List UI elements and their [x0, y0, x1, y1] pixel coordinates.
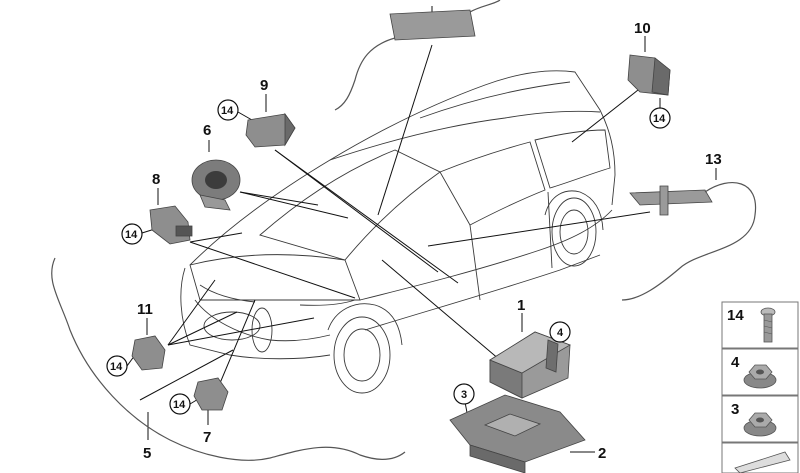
circled-14-b: 14 — [125, 229, 138, 241]
top-harness — [334, 0, 501, 111]
callout-6: 6 — [203, 122, 211, 139]
callout-7: 7 — [203, 429, 211, 446]
legend-label-3: 3 — [731, 401, 739, 418]
fastener-legend: 14 4 3 — [721, 301, 799, 473]
circled-14-d: 14 — [173, 399, 186, 411]
circled-3: 3 — [461, 389, 467, 401]
callout-13: 13 — [705, 151, 722, 168]
circled-14-e: 14 — [653, 113, 666, 125]
callout-11: 11 — [137, 301, 153, 318]
part-13-bracket — [621, 182, 757, 301]
circled-callouts: 14 14 14 14 14 4 3 — [106, 99, 671, 415]
part-6-round-unit — [191, 159, 241, 211]
callout-2: 2 — [598, 445, 606, 462]
nut-icon — [743, 412, 777, 437]
part-9-sensor — [245, 112, 296, 148]
part-1-control-unit — [489, 331, 571, 399]
part-2-bracket — [449, 394, 586, 473]
part-10-sensor — [627, 54, 671, 96]
flange-nut-icon — [743, 364, 777, 389]
leader-lines — [126, 6, 717, 453]
circled-14-c: 14 — [110, 361, 123, 373]
callout-5: 5 — [143, 445, 151, 462]
callout-9: 9 — [260, 77, 268, 94]
part-11-sensor — [131, 335, 166, 371]
part-5-cable — [51, 257, 406, 461]
arrow-icon — [734, 451, 791, 473]
callout-8: 8 — [152, 171, 160, 188]
bolt-icon — [760, 307, 776, 343]
legend-label-14: 14 — [727, 307, 744, 324]
callout-1: 1 — [517, 297, 525, 314]
circled-4: 4 — [557, 327, 564, 339]
callout-10: 10 — [634, 20, 651, 37]
callout-numbers: 1 2 5 6 7 8 9 10 11 13 — [137, 20, 722, 462]
part-7-sensor — [193, 377, 229, 411]
circled-14-a: 14 — [221, 105, 234, 117]
legend-label-4: 4 — [731, 354, 740, 371]
part-8-sensor — [149, 205, 193, 245]
